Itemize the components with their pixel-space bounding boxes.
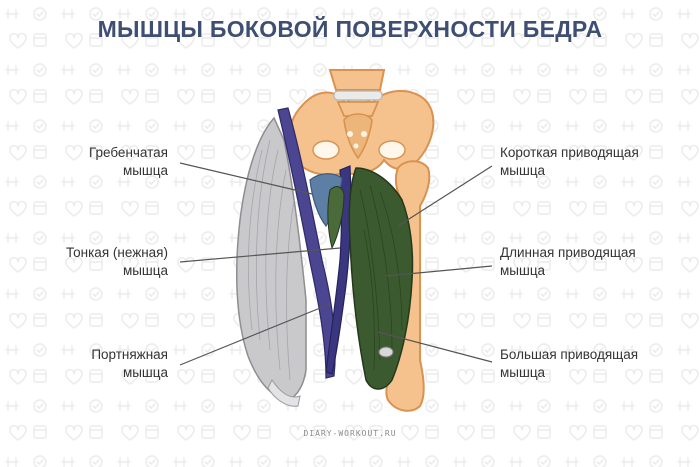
label-gracilis: Тонкая (нежная) мышца bbox=[20, 244, 168, 280]
label-adductor-longus-line2: мышца bbox=[500, 263, 546, 278]
label-pectineus-line1: Гребенчатая bbox=[88, 145, 168, 160]
label-adductor-magnus-line2: мышца bbox=[500, 365, 546, 380]
label-adductor-longus-line1: Длинная приводящая bbox=[500, 245, 636, 260]
adductor-muscles bbox=[327, 167, 414, 390]
site-watermark: DIARY-WORKOUT.RU bbox=[303, 429, 397, 438]
label-gracilis-line1: Тонкая (нежная) bbox=[65, 245, 168, 260]
label-adductor-brevis-line1: Короткая приводящая bbox=[500, 145, 639, 160]
leader-line-adductor-brevis bbox=[397, 165, 493, 227]
leader-line-adductor-magnus bbox=[377, 331, 493, 363]
label-adductor-magnus: Большая приводящая мышца bbox=[500, 346, 690, 382]
leader-line-gracilis bbox=[179, 247, 341, 263]
leader-line-sartorius bbox=[179, 303, 331, 366]
label-gracilis-line2: мышца bbox=[122, 263, 168, 278]
label-adductor-brevis: Короткая приводящая мышца bbox=[500, 144, 690, 180]
label-sartorius: Портняжная мышца bbox=[20, 346, 168, 382]
leader-line-pectineus bbox=[179, 162, 313, 195]
label-pectineus: Гребенчатая мышца bbox=[20, 144, 168, 180]
label-adductor-longus: Длинная приводящая мышца bbox=[500, 244, 690, 280]
label-pectineus-line2: мышца bbox=[122, 163, 168, 178]
leader-line-adductor-longus bbox=[385, 265, 493, 277]
leader-lines bbox=[179, 162, 493, 366]
pelvis-bone bbox=[288, 69, 435, 177]
label-adductor-magnus-line1: Большая приводящая bbox=[500, 347, 639, 362]
label-sartorius-line1: Портняжная bbox=[91, 347, 168, 362]
label-sartorius-line2: мышца bbox=[122, 365, 168, 380]
page-title: МЫШЦЫ БОКОВОЙ ПОВЕРХНОСТИ БЕДРА bbox=[97, 16, 603, 42]
label-adductor-brevis-line2: мышца bbox=[500, 163, 546, 178]
